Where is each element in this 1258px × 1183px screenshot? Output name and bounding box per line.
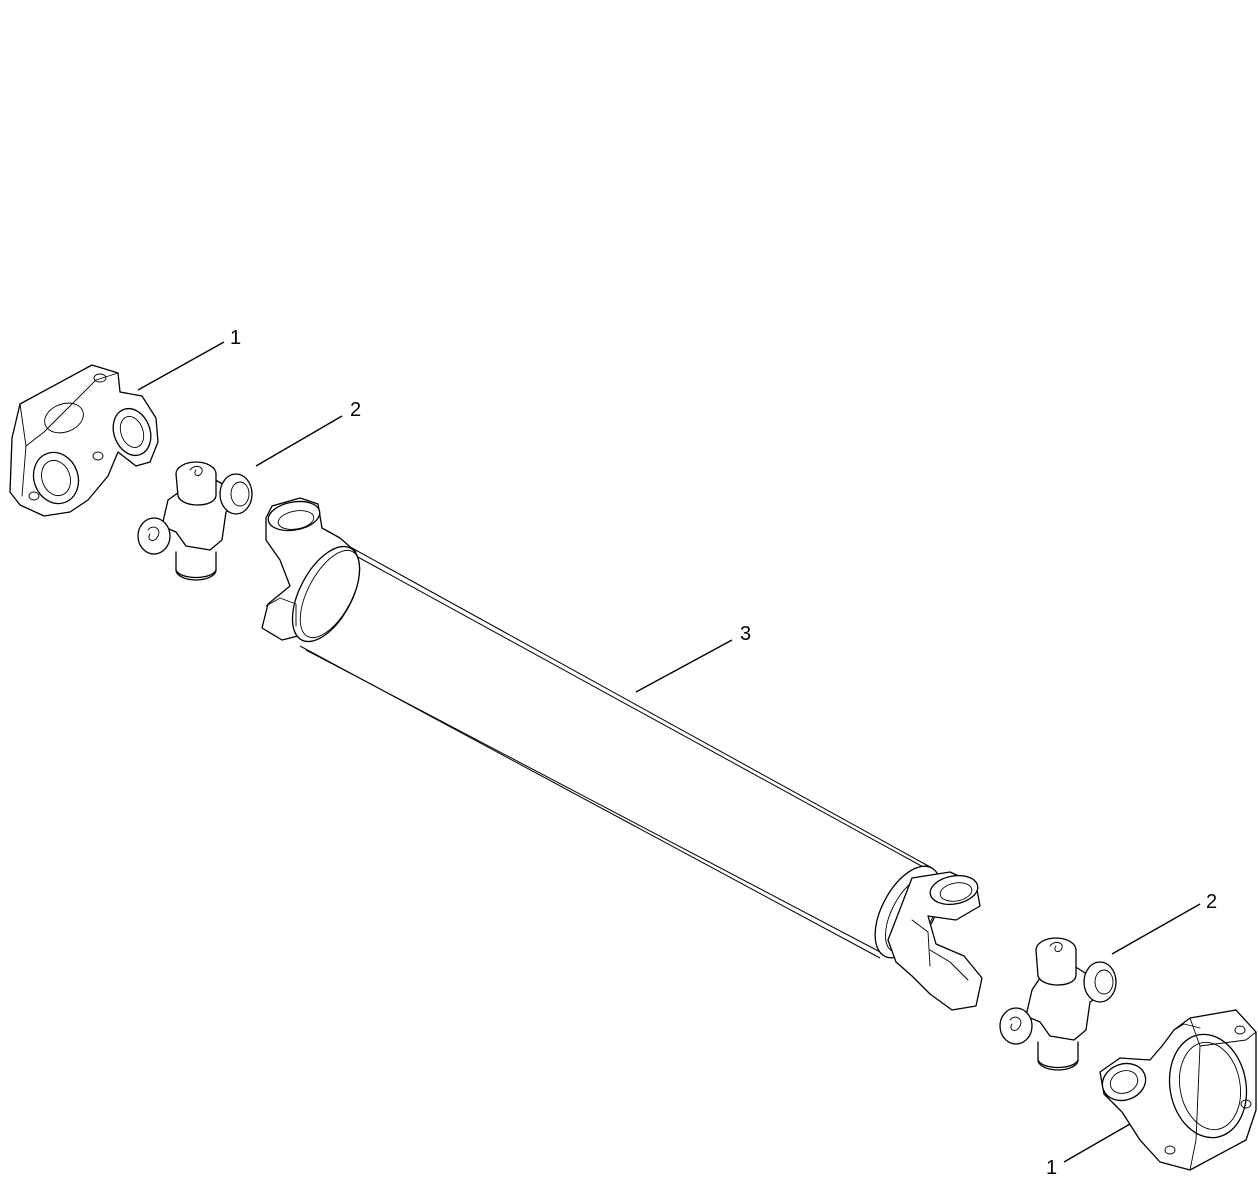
callout-label-1-bottom: 1 [1046,1157,1057,1179]
callout-label-2-bottom: 2 [1206,891,1217,913]
flange-yoke-left [9,364,159,517]
flange-yoke-right [1099,1009,1257,1171]
callout-label-1-top: 1 [230,327,241,349]
leader-line-2-bottom [1111,903,1201,955]
leader-line-2-top [255,415,343,467]
leader-line-3 [635,639,733,693]
leader-line-1-bottom [1063,1123,1131,1163]
driveshaft-tube [261,497,983,1011]
callout-label-3: 3 [740,623,751,645]
universal-joint-left [137,461,253,581]
leader-line-1-top [137,341,225,391]
callout-label-2-top: 2 [350,399,361,421]
universal-joint-right [999,937,1117,1071]
